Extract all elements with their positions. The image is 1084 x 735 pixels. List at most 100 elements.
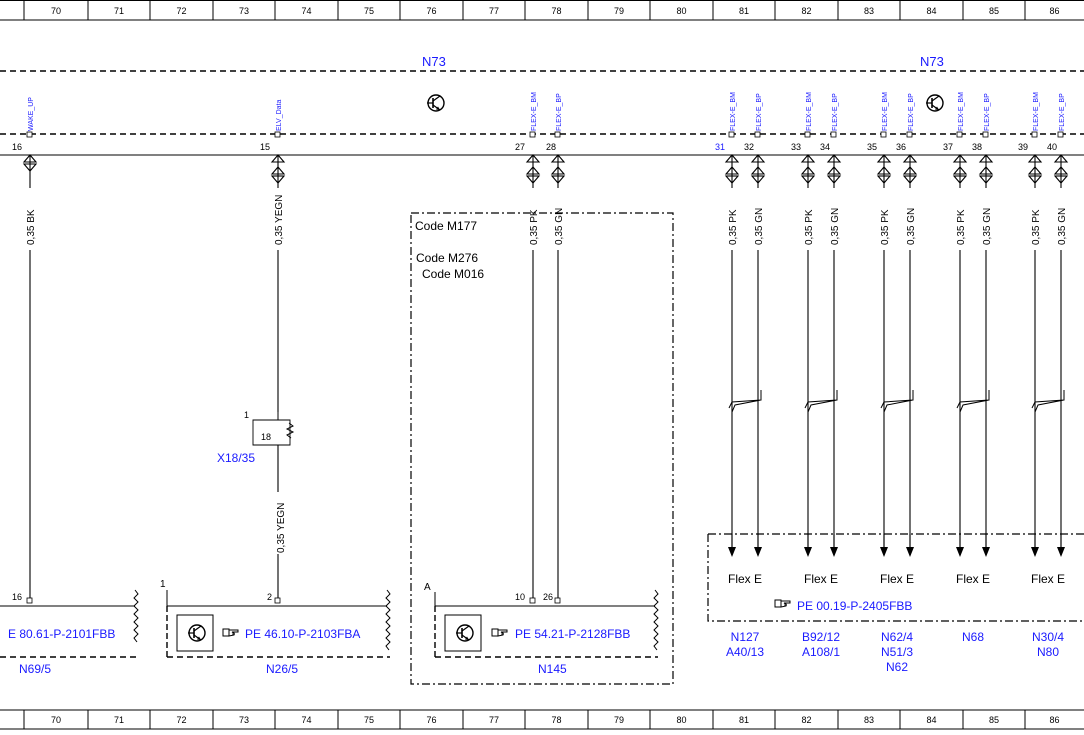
pin-signal-label[interactable]: FLEX-E_BM [1033,92,1040,131]
pin-signal-label[interactable]: FLEX-E_BP [984,93,991,131]
pin-number: 15 [260,142,270,152]
connector-arrow-icon [23,154,37,177]
wire-label: 0,35 GN [1057,208,1068,245]
pin-number: 27 [515,142,525,152]
transistor-icon [187,624,206,642]
pin-signal-label[interactable]: ELV_Data [276,100,283,131]
n73-label-left[interactable]: N73 [422,54,446,69]
svg-text:1: 1 [160,579,166,590]
ruler-column-label: 83 [864,6,874,16]
module-n26-ref[interactable]: PE 46.10-P-2103FBA [245,627,360,641]
transistor-icon [925,94,944,112]
pin-signal-label[interactable]: FLEX-E_BM [531,92,538,131]
flex-e-label: Flex E [880,572,914,586]
module-n145-name[interactable]: N145 [538,662,567,676]
ruler-column-label: 77 [489,715,499,725]
pin-signal-label[interactable]: FLEX-E_BP [908,93,915,131]
flex-target-label[interactable]: A108/1 [802,645,840,659]
pin-number: 31 [715,142,725,152]
flex-bus-ref[interactable]: PE 00.19-P-2405FBB [797,599,912,613]
module-n26: 1 2 PE 46.10-P-2103FBA N26/5 [160,579,391,676]
flex-e-label: Flex E [956,572,990,586]
connector-arrow-icon [271,154,285,185]
transistor-icon [426,94,445,112]
svg-text:2: 2 [267,592,272,602]
ruler-column-label: 82 [801,715,811,725]
connector-arrow-icon [953,154,967,185]
pin-number: 32 [744,142,754,152]
wire-label: 0,35 YEGN [274,195,285,245]
flex-target-label[interactable]: N127 [731,630,760,644]
module-n26-name[interactable]: N26/5 [266,662,298,676]
n73-label-right[interactable]: N73 [920,54,944,69]
flex-target-label[interactable]: B92/12 [802,630,840,644]
x18-connector: 1 18 X18/35 [217,410,295,465]
connector-arrow-icon [1028,154,1042,185]
pin-number: 37 [943,142,953,152]
pin-signal-label[interactable]: FLEX-E_BP [756,93,763,131]
reference-hand-icon [774,599,791,608]
pin-number: 33 [791,142,801,152]
module-n69-name[interactable]: N69/5 [19,662,51,676]
flex-target-label[interactable]: A40/13 [726,645,764,659]
svg-text:26: 26 [543,592,553,602]
wire-label: 0,35 PK [1031,209,1042,245]
x18-label[interactable]: X18/35 [217,451,255,465]
ruler-column-label: 84 [926,6,936,16]
ruler-column-label: 71 [114,715,124,725]
connector-arrow-icon [751,154,765,185]
connector-arrow-icon [725,154,739,185]
ruler-column-label: 83 [864,715,874,725]
pin-signal-label[interactable]: FLEX-E_BP [556,93,563,131]
wire-label: 0,35 GN [906,208,917,245]
module-n145-ref[interactable]: PE 54.21-P-2128FBB [515,627,630,641]
connector-arrow-icon [827,154,841,185]
ruler-column-label: 75 [364,715,374,725]
flex-target-label[interactable]: N30/4 [1032,630,1064,644]
pin-number: 38 [972,142,982,152]
reference-hand-icon [491,628,508,637]
ruler-column-label: 76 [426,6,436,16]
pin-number: 34 [820,142,830,152]
flex-target-label[interactable]: N80 [1037,645,1059,659]
connector-arrow-icon [801,154,815,185]
ruler-column-label: 76 [426,715,436,725]
pin-number: 28 [546,142,556,152]
ruler-column-label: 74 [301,715,311,725]
ruler-column-label: 77 [489,6,499,16]
pin-number: 35 [867,142,877,152]
ruler-column-label: 80 [676,715,686,725]
pin-signal-label[interactable]: FLEX-E_BP [1059,93,1066,131]
pin-signal-label[interactable]: FLEX-E_BM [806,92,813,131]
pin-signal-label[interactable]: FLEX-E_BM [882,92,889,131]
wire-label: 0,35 GN [982,208,993,245]
flex-target-label[interactable]: N51/3 [881,645,913,659]
ruler-column-label: 78 [551,715,561,725]
module-n145: A 10 26 PE 54.21-P-2128FBB N145 [424,582,659,676]
ruler-column-label: 73 [239,6,249,16]
connector-arrow-icon [903,154,917,185]
ruler-column-label: 86 [1049,715,1059,725]
wire-label: 0,35 PK [880,209,891,245]
module-n69: 16 E 80.61-P-2101FBB N69/5 [0,589,140,676]
ruler-column-label: 79 [614,715,624,725]
pin-signal-label[interactable]: FLEX-E_BP [832,93,839,131]
ruler-column-label: 86 [1049,6,1059,16]
wire-label: 0,35 PK [529,209,540,245]
ruler-column-label: 74 [301,6,311,16]
connector-arrow-icon [979,154,993,185]
wire-label: 0,35 PK [956,209,967,245]
pin-signal-label[interactable]: FLEX-E_BM [958,92,965,131]
n73-frame: N73 N73 [0,54,1084,156]
wire-label: 0,35 PK [804,209,815,245]
flex-target-label[interactable]: N62/4 [881,630,913,644]
pin-signal-label[interactable]: FLEX-E_BM [730,92,737,131]
pin-signal-label[interactable]: WAKE_UP [28,97,35,131]
wire-label-lower-yegn: 0,35 YEGN [276,503,287,553]
flex-target-label[interactable]: N68 [962,630,984,644]
ruler-column-label: 72 [176,715,186,725]
pin-number: 40 [1047,142,1057,152]
ruler-column-label: 82 [801,6,811,16]
flex-target-label[interactable]: N62 [886,660,908,674]
module-n69-ref[interactable]: E 80.61-P-2101FBB [8,627,115,641]
